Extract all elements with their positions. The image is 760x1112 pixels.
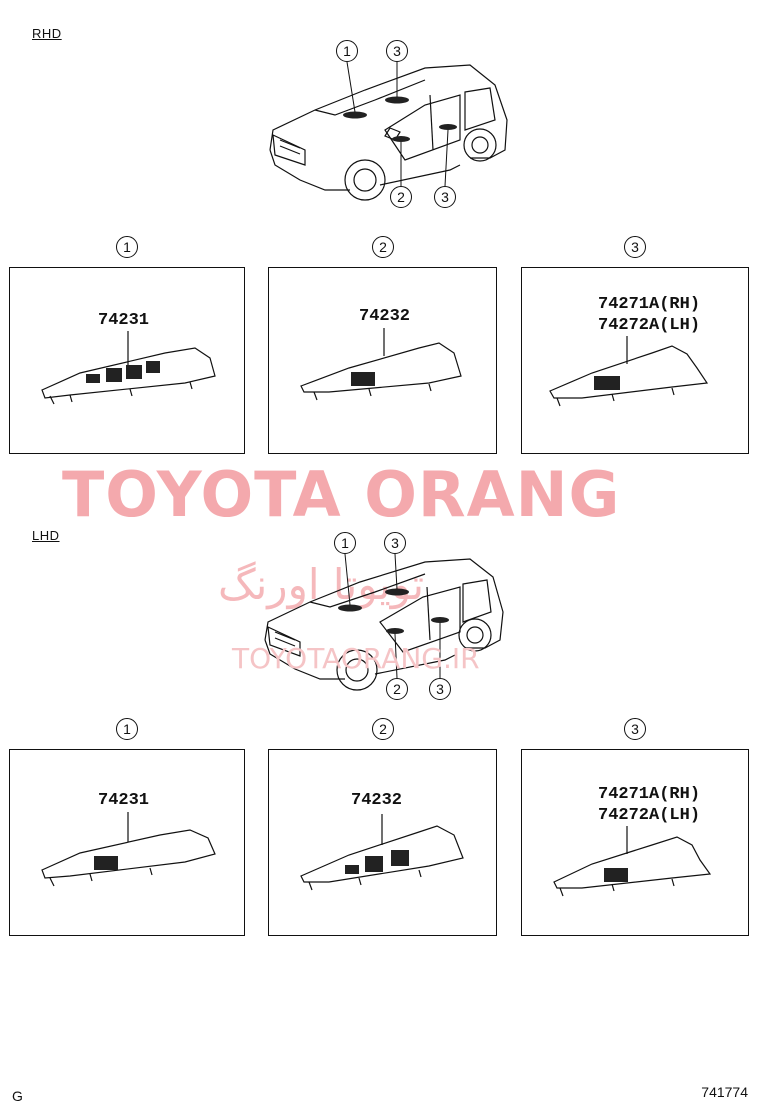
part-panel-74271a: 74271A(RH) 74272A(LH) bbox=[521, 749, 749, 936]
panel-number-3: 3 bbox=[624, 236, 646, 258]
panel-number-2: 2 bbox=[372, 718, 394, 740]
part-number: 74231 bbox=[98, 791, 150, 810]
part-number: 74271A(RH) 74272A(LH) bbox=[598, 295, 701, 335]
callout-2: 2 bbox=[386, 678, 408, 700]
callout-2: 2 bbox=[390, 186, 412, 208]
callout-3-rear: 3 bbox=[434, 186, 456, 208]
footer-left: G bbox=[12, 1088, 23, 1104]
watermark-persian: تویوتا اورنگ bbox=[218, 560, 425, 609]
part-number: 74271A(RH) 74272A(LH) bbox=[598, 785, 701, 825]
panel-number-1: 1 bbox=[116, 236, 138, 258]
part-number: 74232 bbox=[359, 307, 411, 326]
part-panel-74232: 74232 bbox=[268, 267, 497, 454]
callout-3-rear: 3 bbox=[429, 678, 451, 700]
watermark-text: TOYOTA ORANG bbox=[62, 458, 621, 531]
callout-1: 1 bbox=[334, 532, 356, 554]
watermark-url: TOYOTAORANG.IR bbox=[232, 642, 480, 675]
panel-number-2: 2 bbox=[372, 236, 394, 258]
section-label-lhd: LHD bbox=[32, 528, 60, 543]
part-number: 74232 bbox=[351, 791, 403, 810]
part-panel-74231: 74231 bbox=[9, 749, 245, 936]
part-panel-74232: 74232 bbox=[268, 749, 497, 936]
panel-number-1: 1 bbox=[116, 718, 138, 740]
car-illustration-rhd: 1 3 2 3 bbox=[255, 40, 515, 215]
part-number: 74231 bbox=[98, 311, 150, 330]
part-panel-74271a: 74271A(RH) 74272A(LH) bbox=[521, 267, 749, 454]
car-illustration-lhd: 1 3 2 3 bbox=[255, 532, 515, 707]
part-panel-74231: 74231 bbox=[9, 267, 245, 454]
callout-1: 1 bbox=[336, 40, 358, 62]
callout-3: 3 bbox=[386, 40, 408, 62]
section-label-rhd: RHD bbox=[32, 26, 62, 41]
footer-code: 741774 bbox=[701, 1084, 748, 1100]
callout-3: 3 bbox=[384, 532, 406, 554]
panel-number-3: 3 bbox=[624, 718, 646, 740]
